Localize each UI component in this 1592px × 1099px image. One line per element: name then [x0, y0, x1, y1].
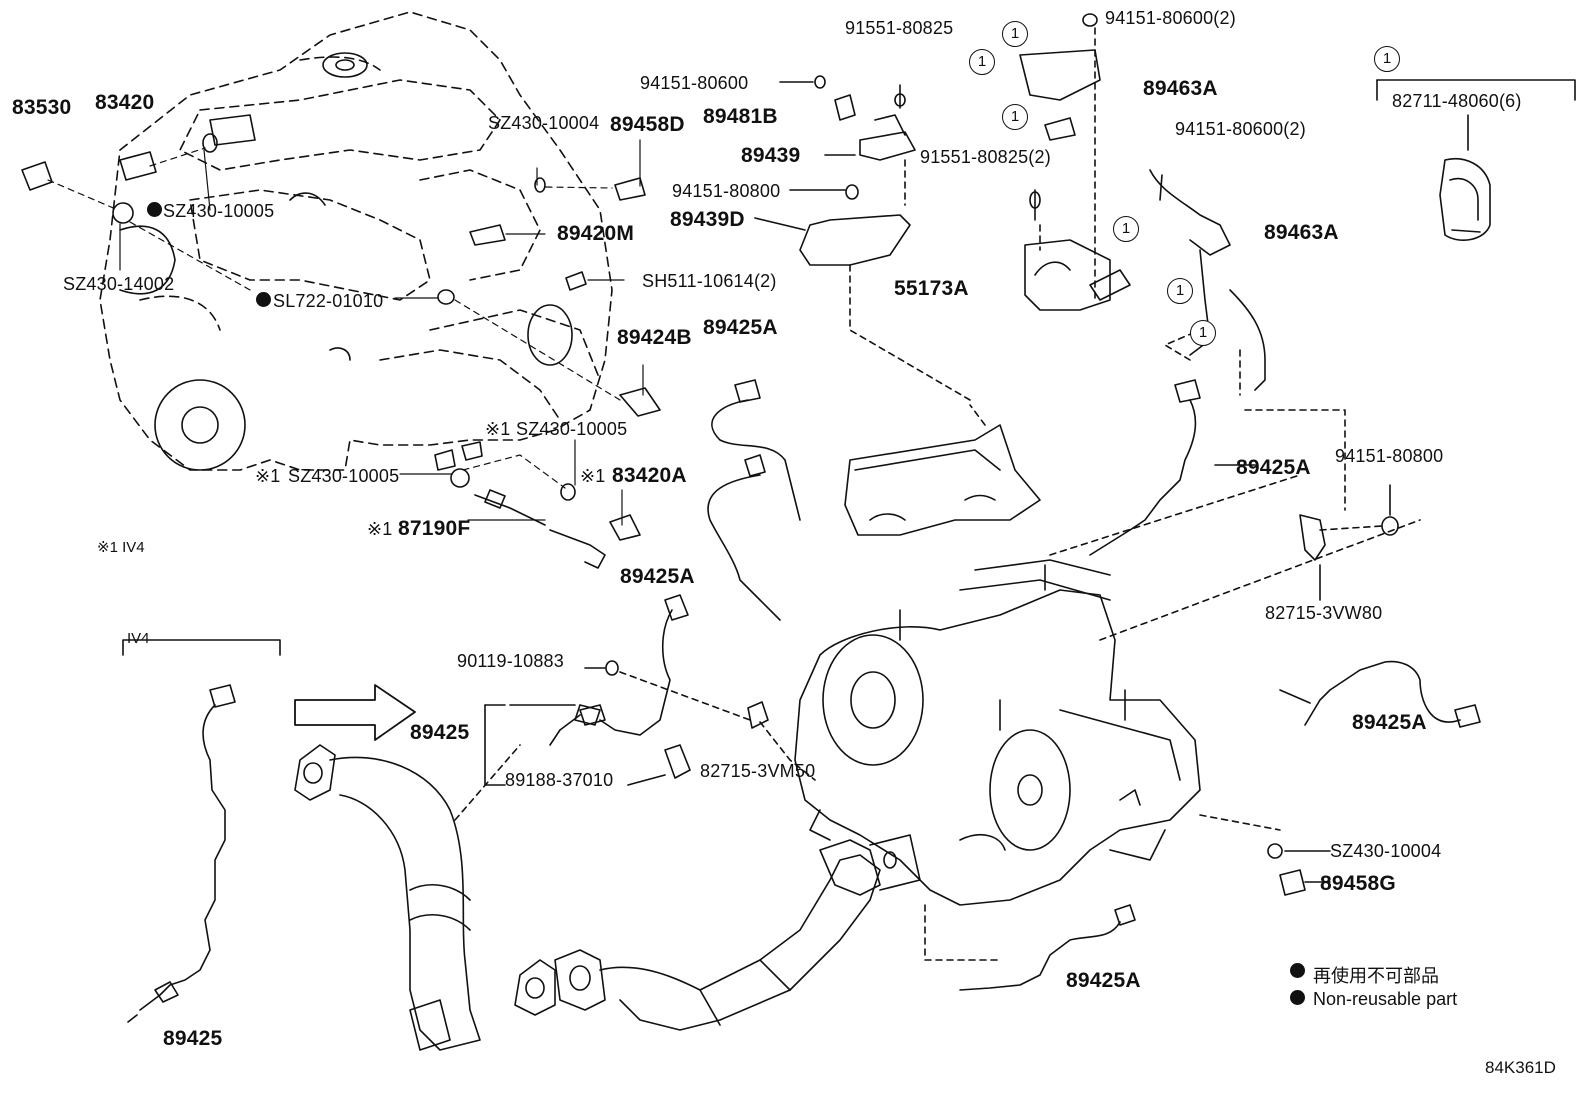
part-label[interactable]: SZ430-10004 [1330, 841, 1442, 861]
part-label[interactable]: 89425A [1352, 711, 1427, 734]
part-label[interactable]: 89188-37010 [505, 770, 614, 790]
part-label[interactable]: 91551-80825(2) [920, 147, 1051, 167]
ref-bubble: 1 [1374, 46, 1400, 72]
part-label[interactable]: 89424B [617, 326, 692, 349]
part-label[interactable]: 89463A [1264, 221, 1339, 244]
part-label[interactable]: 82711-48060(6) [1392, 91, 1522, 111]
footnote-text: ※1 IV4 [97, 539, 145, 556]
engine-sensors [21, 133, 661, 569]
legend-ja: 再使用不可部品 [1313, 966, 1439, 986]
part-label[interactable]: 94151-80800 [672, 181, 781, 201]
part-label[interactable]: 91551-80825 [845, 18, 954, 38]
part-label[interactable]: 89439 [741, 144, 801, 167]
exhaust-pipes [294, 744, 1001, 1051]
part-label[interactable]: 94151-80600(2) [1105, 8, 1236, 28]
non-reusable-mark [1290, 963, 1305, 978]
footnote-mark: ※1 [580, 466, 606, 486]
figure-id: 84K361D [1485, 1058, 1556, 1077]
non-reusable-mark [256, 292, 271, 307]
part-label[interactable]: 89420M [557, 222, 635, 245]
direction-arrow [294, 684, 416, 741]
legend-en: Non-reusable part [1313, 989, 1458, 1009]
ref-bubble: 1 [969, 49, 995, 75]
engine-outline [99, 11, 613, 471]
part-label[interactable]: 89481B [703, 105, 778, 128]
part-label[interactable]: SZ430-10005 [163, 201, 275, 221]
part-label[interactable]: 90119-10883 [457, 651, 564, 671]
part-label[interactable]: 89425 [163, 1027, 223, 1050]
catalytic-converter [794, 559, 1201, 906]
part-label[interactable]: 87190F [398, 517, 471, 540]
footnote-mark: ※1 [367, 519, 393, 539]
part-label[interactable]: 83530 [12, 96, 72, 119]
part-label[interactable]: SZ430-10004 [488, 113, 600, 133]
leader-lines-left [47, 139, 644, 526]
ref-bubble: 1 [1167, 278, 1193, 304]
part-label[interactable]: SZ430-10005 [516, 419, 628, 439]
non-reusable-mark [147, 202, 162, 217]
footnote-mark: ※1 [485, 419, 511, 439]
part-label[interactable]: 89425 [410, 721, 470, 744]
part-label[interactable]: SZ430-14002 [63, 274, 175, 294]
part-label[interactable]: 94151-80800 [1335, 446, 1444, 466]
part-label[interactable]: 89439D [670, 208, 745, 231]
engine-solid-details [119, 52, 573, 471]
heat-shield [844, 404, 1041, 536]
bracket-89439 [754, 75, 971, 401]
part-label[interactable]: 83420A [612, 464, 687, 487]
exhaust-temp-sensors [574, 379, 1481, 991]
part-label[interactable]: SL722-01010 [273, 291, 384, 311]
iv4-variant-sensor [122, 639, 281, 1023]
part-label[interactable]: 89458G [1320, 872, 1396, 895]
bracket-55173A [1019, 13, 1346, 511]
part-label[interactable]: 94151-80600(2) [1175, 119, 1306, 139]
part-label[interactable]: 83420 [95, 91, 155, 114]
part-label[interactable]: 82715-3VM50 [700, 761, 816, 781]
part-label[interactable]: 89463A [1143, 77, 1218, 100]
footnote-mark: ※1 [255, 466, 281, 486]
part-label[interactable]: 89425A [703, 316, 778, 339]
clip-82715-3VW80 [1299, 484, 1399, 601]
part-label[interactable]: SH511-10614(2) [642, 271, 777, 291]
ref-bubble: 1 [1190, 320, 1216, 346]
part-label[interactable]: 82715-3VW80 [1265, 603, 1383, 623]
sensor-89425-group [484, 464, 1331, 896]
part-label[interactable]: SZ430-10005 [288, 466, 400, 486]
ref-bubble: 1 [1002, 104, 1028, 130]
ref-bubble: 1 [1113, 216, 1139, 242]
part-label[interactable]: 55173A [894, 277, 969, 300]
part-label[interactable]: 94151-80600 [640, 73, 749, 93]
ref-bubble: 1 [1002, 21, 1028, 47]
part-label[interactable]: 89458D [610, 113, 685, 136]
part-label[interactable]: 89425A [1236, 456, 1311, 479]
variant-label: IV4 [127, 630, 150, 647]
part-label[interactable]: 89425A [1066, 969, 1141, 992]
rubber-mount [1376, 79, 1576, 241]
part-label[interactable]: 89425A [620, 565, 695, 588]
non-reusable-mark [1290, 990, 1305, 1005]
